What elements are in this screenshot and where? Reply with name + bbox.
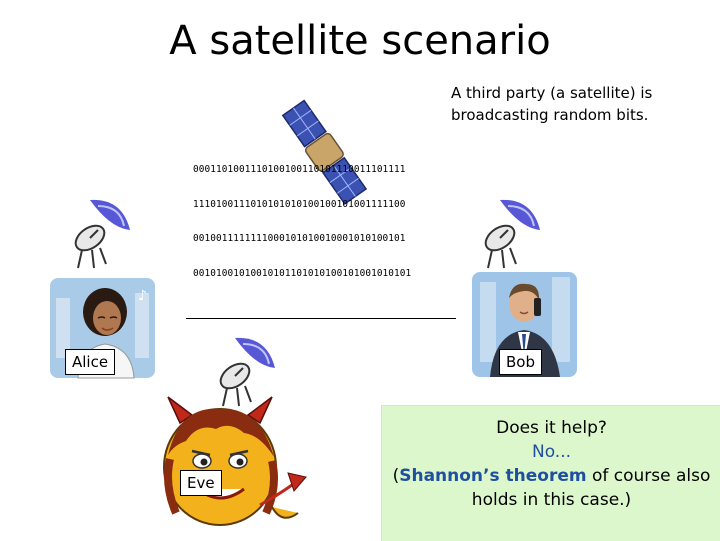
slide-title: A satellite scenario <box>169 18 551 64</box>
satellite-caption: A third party (a satellite) is broadcast… <box>451 82 681 126</box>
channel-line <box>186 318 456 319</box>
bits-row: 00101001010010101101010100101001010101 <box>193 267 412 279</box>
note-line-4: holds in this case.) <box>471 490 632 510</box>
caption-line-2: broadcasting random bits. <box>451 106 649 124</box>
satellite-icon <box>281 99 368 205</box>
alice-dish-icon <box>74 199 130 269</box>
alice-label: Alice <box>65 349 116 375</box>
svg-text:♪: ♪ <box>138 288 147 304</box>
bits-row: 0010011111111000101010010001010100101 <box>193 233 406 244</box>
caption-line-1: A third party (a satellite) is <box>451 84 653 102</box>
note-question: Does it help? <box>496 418 607 438</box>
note-line-3: (Shannon’s theorem of course also <box>382 464 720 488</box>
bits-row: 0001101001110100100110101110011101111 <box>193 164 406 175</box>
bob-dish-icon <box>484 199 540 269</box>
eve-dish-icon <box>219 337 275 407</box>
bits-row: 1110100111010101010100100101001111100 <box>193 198 406 210</box>
note-answer: No... <box>531 442 572 462</box>
note-line-3-rest: of course also <box>586 466 711 486</box>
answer-note-text: Does it help? No... (Shannon’s theorem o… <box>382 416 720 512</box>
eve-devil-icon <box>163 396 307 526</box>
bob-label: Bob <box>499 349 542 375</box>
shannon-theorem: Shannon’s theorem <box>399 466 587 486</box>
note-paren-open: ( <box>392 466 400 486</box>
random-bits: 0001101001110100100110101110011101111 11… <box>193 141 411 302</box>
answer-note: Does it help? No... (Shannon’s theorem o… <box>381 405 720 541</box>
eve-label: Eve <box>180 470 222 496</box>
